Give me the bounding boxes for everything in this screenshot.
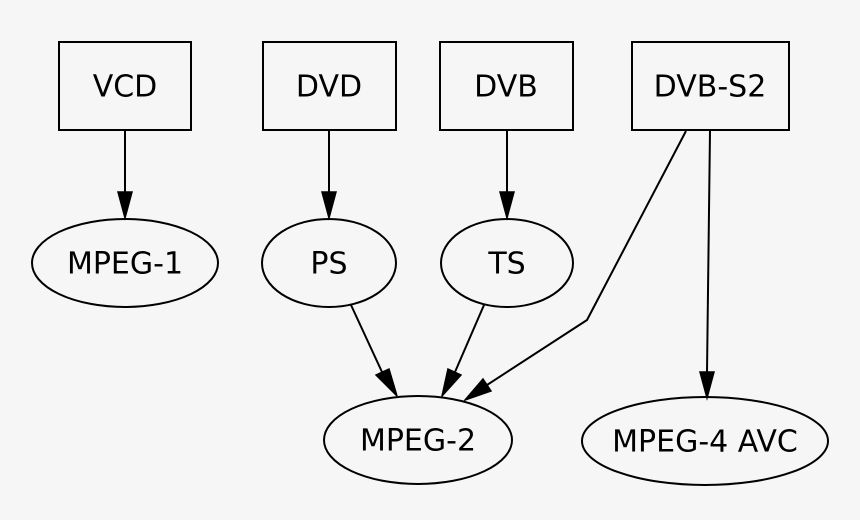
box-shape bbox=[58, 41, 192, 131]
node-mpeg2: MPEG-2 bbox=[323, 395, 513, 485]
edges bbox=[117, 130, 715, 402]
node-dvb: DVB bbox=[439, 41, 574, 131]
node-label: MPEG-4 AVC bbox=[612, 425, 798, 460]
ellipse-shape bbox=[440, 218, 574, 308]
ellipse-shape bbox=[323, 395, 513, 485]
node-dvbs2: DVB-S2 bbox=[631, 41, 790, 131]
node-label: DVD bbox=[296, 70, 362, 105]
ellipse-shape bbox=[261, 218, 397, 308]
ellipse-shape bbox=[581, 396, 829, 486]
node-label: DVB bbox=[474, 70, 538, 105]
edge-ts-mpeg2 bbox=[440, 304, 485, 399]
edge-dvd-ps bbox=[321, 130, 337, 221]
box-shape bbox=[631, 41, 790, 131]
node-ts: TS bbox=[440, 218, 574, 308]
ellipse-shape bbox=[31, 218, 219, 308]
node-ps: PS bbox=[261, 218, 397, 308]
edge-dvb-ts bbox=[499, 130, 515, 221]
node-label: VCD bbox=[93, 70, 158, 105]
box-shape bbox=[262, 41, 397, 131]
node-label: PS bbox=[310, 247, 347, 282]
node-label: DVB-S2 bbox=[654, 70, 767, 105]
edge-dvbs2-mpeg4avc bbox=[699, 130, 715, 401]
node-label: MPEG-2 bbox=[360, 424, 476, 459]
edge-vcd-mpeg1 bbox=[117, 130, 133, 221]
node-vcd: VCD bbox=[58, 41, 192, 131]
edge-ps-mpeg2 bbox=[350, 304, 398, 397]
node-mpeg4avc: MPEG-4 AVC bbox=[581, 396, 829, 486]
edge-dvbs2-mpeg2 bbox=[462, 130, 687, 402]
node-label: TS bbox=[487, 247, 525, 282]
node-dvd: DVD bbox=[262, 41, 397, 131]
box-shape bbox=[439, 41, 574, 131]
node-label: MPEG-1 bbox=[67, 247, 183, 282]
node-mpeg1: MPEG-1 bbox=[31, 218, 219, 308]
